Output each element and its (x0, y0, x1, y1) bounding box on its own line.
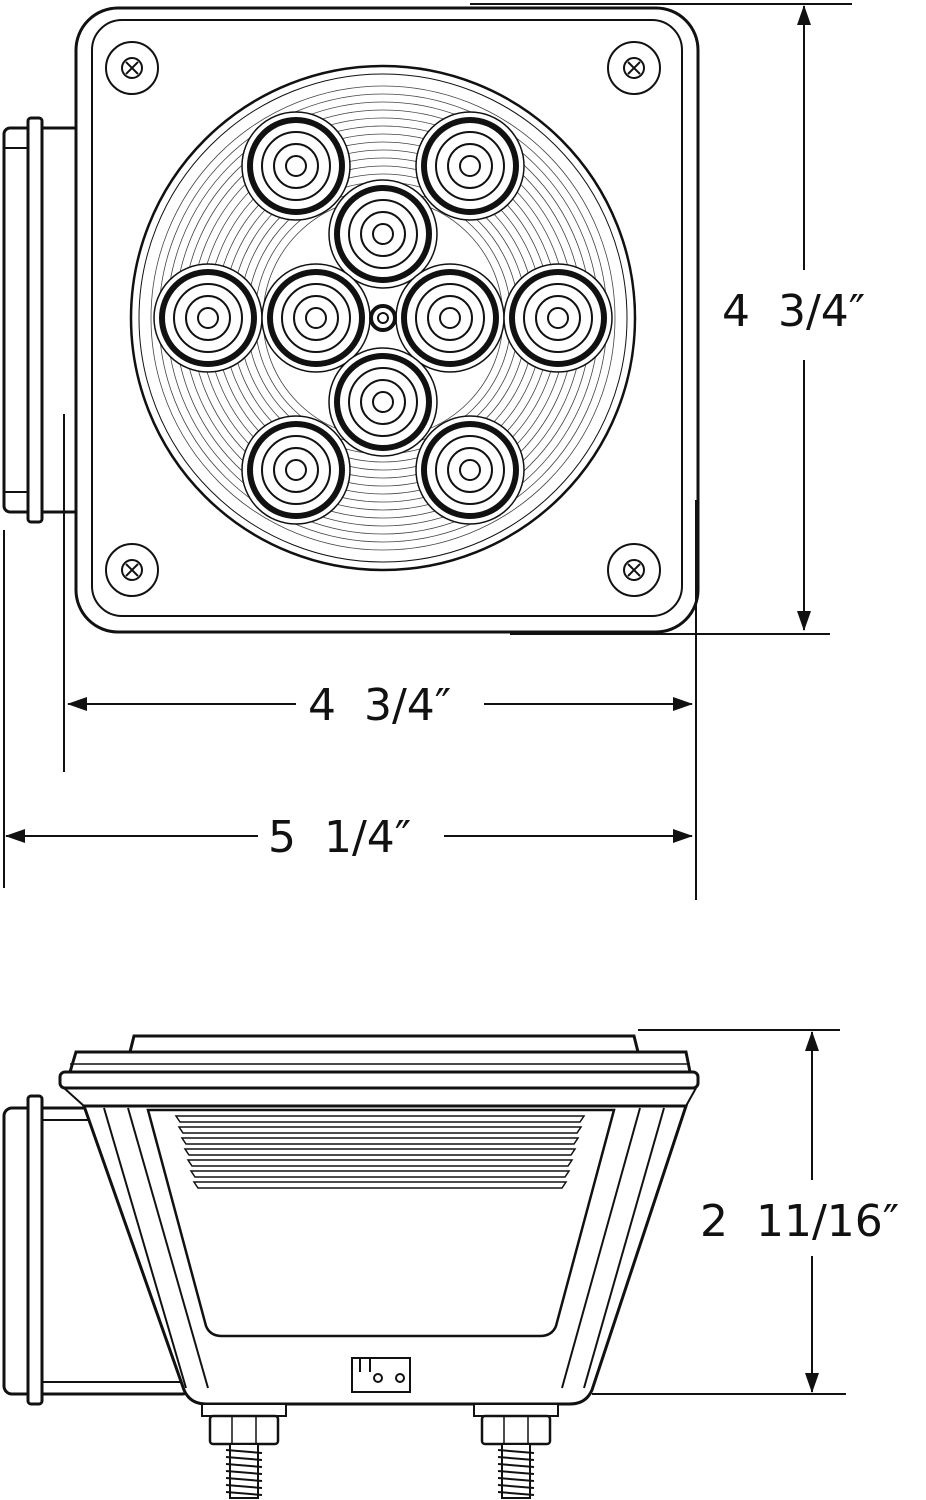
screw-bottom-right (607, 543, 661, 597)
housing-inner (91, 19, 683, 617)
led (328, 179, 438, 289)
led (415, 415, 525, 525)
wire-terminal (351, 1357, 411, 1393)
front-height-dimension (470, 3, 852, 635)
side-rim (58, 1070, 700, 1090)
side-window (146, 1108, 616, 1338)
connector-housing (2, 116, 82, 524)
led (395, 263, 505, 373)
overall-width-label: 5 1/4″ (268, 812, 411, 863)
screw-bottom-left (105, 543, 159, 597)
led (328, 347, 438, 457)
side-lens-cap (67, 1050, 692, 1074)
screw-top-right (607, 41, 661, 95)
led (241, 111, 351, 221)
center-hole (369, 304, 397, 332)
overall-width-dimension (3, 530, 693, 888)
led-array (153, 111, 613, 525)
mounting-stud (201, 1403, 287, 1499)
led (241, 415, 351, 525)
front-height-label: 4 3/4″ (722, 286, 865, 337)
side-view (2, 1034, 700, 1499)
side-body (81, 1104, 689, 1406)
led (503, 263, 613, 373)
side-depth-dimension (592, 1029, 846, 1395)
led (261, 263, 371, 373)
screw-top-left (105, 41, 159, 95)
led (415, 111, 525, 221)
front-width-label: 4 3/4″ (308, 680, 451, 731)
mounting-stud (473, 1403, 559, 1499)
led (153, 263, 263, 373)
side-depth-label: 2 11/16″ (700, 1196, 899, 1247)
front-view (2, 6, 700, 634)
front-width-dimension (63, 414, 697, 900)
